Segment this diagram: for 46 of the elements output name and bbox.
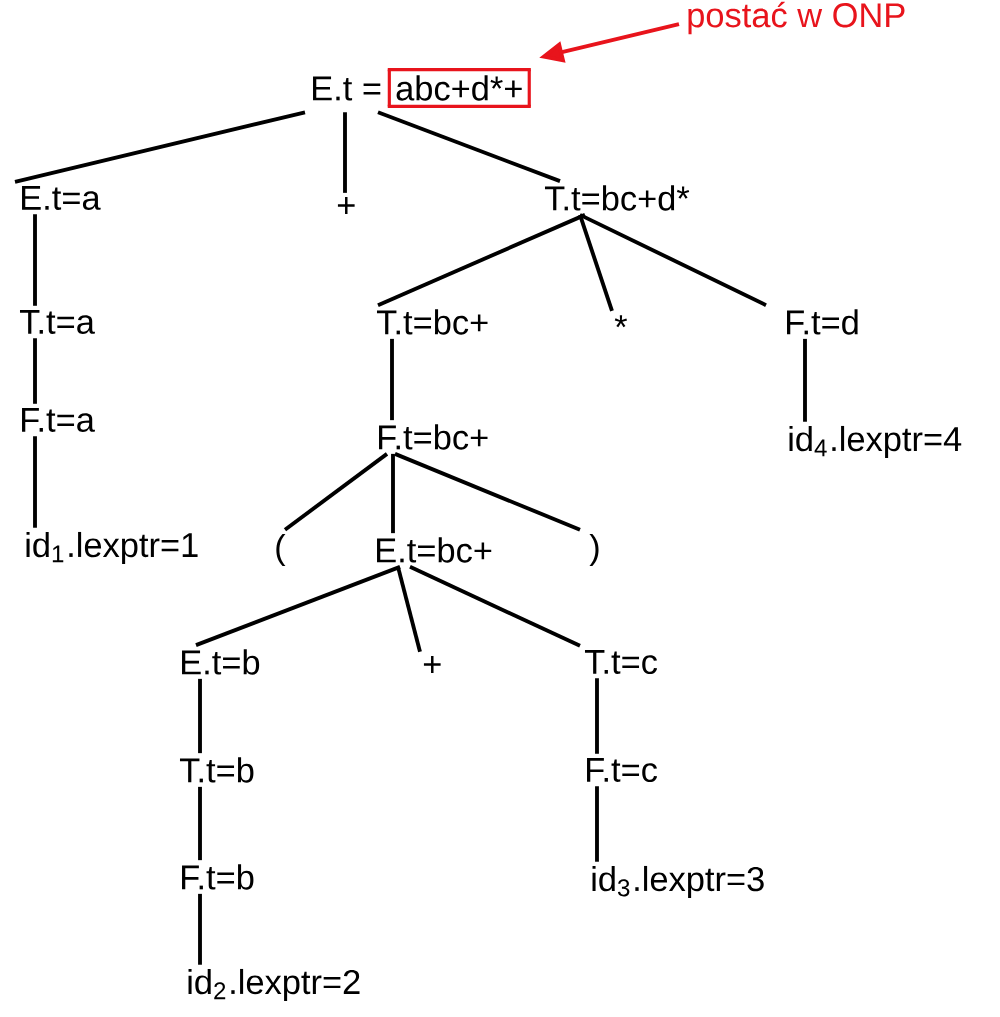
tree-node-label: * bbox=[614, 315, 628, 328]
tree-node-label: E.t=bc+ bbox=[377, 537, 492, 563]
tree-line bbox=[33, 436, 37, 528]
tree-node-label: ( bbox=[276, 533, 286, 567]
tree-line bbox=[579, 213, 767, 307]
tree-node-label: T.t=b bbox=[180, 757, 254, 783]
tree-node-label: F.t=bc+ bbox=[379, 424, 488, 450]
tree-node-label: E.t=b bbox=[182, 649, 260, 675]
tree-line bbox=[409, 565, 581, 648]
tree-line bbox=[578, 214, 614, 312]
tree-line bbox=[377, 213, 586, 307]
tree-line bbox=[198, 678, 202, 754]
tree-node-label: T.t=bc+ bbox=[377, 309, 488, 335]
tree-line bbox=[195, 565, 401, 647]
tree-line bbox=[14, 110, 306, 184]
tree-node-label: id$_{4}$.lexptr=4 bbox=[789, 425, 962, 459]
tree-line bbox=[343, 112, 347, 193]
tree-line bbox=[377, 110, 561, 183]
tree-node-label: F.t=c bbox=[587, 758, 658, 782]
tree-node-label: T.t=a bbox=[20, 310, 95, 334]
tree-node-label: E.t=a bbox=[22, 186, 101, 210]
tree-line bbox=[595, 678, 599, 754]
tree-node-label: ) bbox=[589, 533, 599, 567]
tree-line bbox=[33, 338, 37, 404]
tree-line bbox=[394, 452, 581, 532]
tree-line bbox=[33, 214, 37, 306]
tree-node-label: id$_{1}$.lexptr=1 bbox=[26, 531, 198, 565]
tree-node-label: T.t=c bbox=[585, 650, 658, 674]
tree-node-label: id$_{3}$.lexptr=3 bbox=[592, 865, 764, 899]
tree-line bbox=[198, 893, 202, 965]
tree-node-label: + bbox=[337, 197, 355, 214]
tree-node-label: F.t=d bbox=[787, 309, 858, 335]
tree-line bbox=[803, 338, 807, 422]
tree-line bbox=[595, 786, 599, 862]
tree-line bbox=[198, 786, 202, 861]
tree-node-label: T.t=bc+d* bbox=[545, 185, 690, 211]
tree-line bbox=[391, 453, 395, 534]
tree-node-label: F.t=b bbox=[182, 864, 254, 890]
tree-line bbox=[390, 338, 394, 421]
tree-line bbox=[283, 452, 389, 532]
tree-node-label: id$_{2}$.lexptr=2 bbox=[188, 968, 360, 1002]
tree-node-label: F.t=a bbox=[22, 408, 95, 432]
tree-node-label: + bbox=[423, 656, 441, 673]
annotation-text: postać w ONP bbox=[688, 1, 905, 35]
tree-line bbox=[396, 566, 422, 653]
root-expression: E.t = abc+d*+ bbox=[313, 68, 531, 109]
